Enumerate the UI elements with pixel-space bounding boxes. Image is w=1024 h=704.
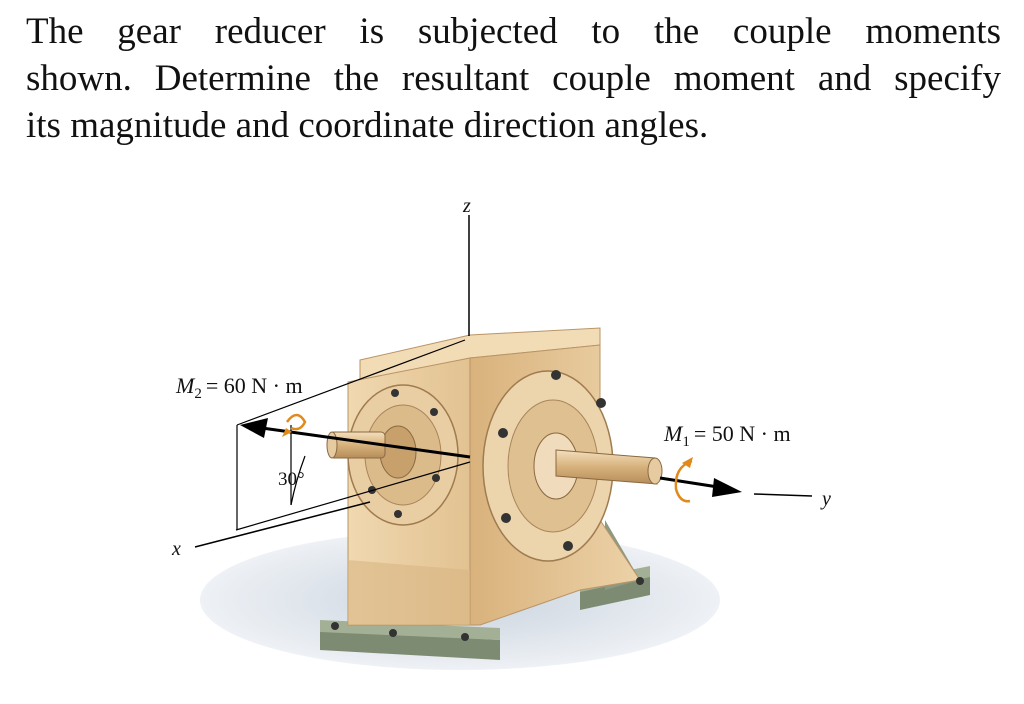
y-axis	[753, 493, 813, 497]
z-axis-label: z	[462, 195, 471, 217]
right-shaft	[555, 449, 663, 485]
m1-moment-arrow	[659, 457, 742, 503]
m1-label: M1= 50 N · m	[663, 421, 791, 450]
m2-label: M2= 60 N · m	[175, 373, 303, 402]
problem-line-1: The gear reducer is subjected to the cou…	[26, 11, 1001, 52]
m2-moment-arrow	[240, 413, 471, 459]
problem-statement: The gear reducer is subjected to the cou…	[26, 8, 1001, 149]
m1-symbol: M	[663, 421, 684, 446]
m2-symbol: M	[175, 373, 196, 398]
problem-line-2: shown. Determine the resultant couple mo…	[26, 58, 1001, 99]
m2-subscript: 2	[194, 386, 202, 402]
m2-construction-lines	[235, 339, 471, 531]
y-axis-label: y	[820, 488, 831, 510]
problem-line-3: its magnitude and coordinate direction a…	[26, 105, 709, 146]
right-flange	[482, 370, 614, 562]
m1-value: = 50 N · m	[694, 421, 791, 446]
m2-value: = 60 N · m	[206, 373, 303, 398]
angle-arc	[290, 455, 306, 506]
base-bolts	[331, 577, 644, 641]
x-axis-label: x	[171, 538, 181, 560]
angle-label: 30°	[278, 469, 305, 490]
x-axis	[194, 501, 371, 548]
m1-subscript: 1	[682, 434, 690, 450]
